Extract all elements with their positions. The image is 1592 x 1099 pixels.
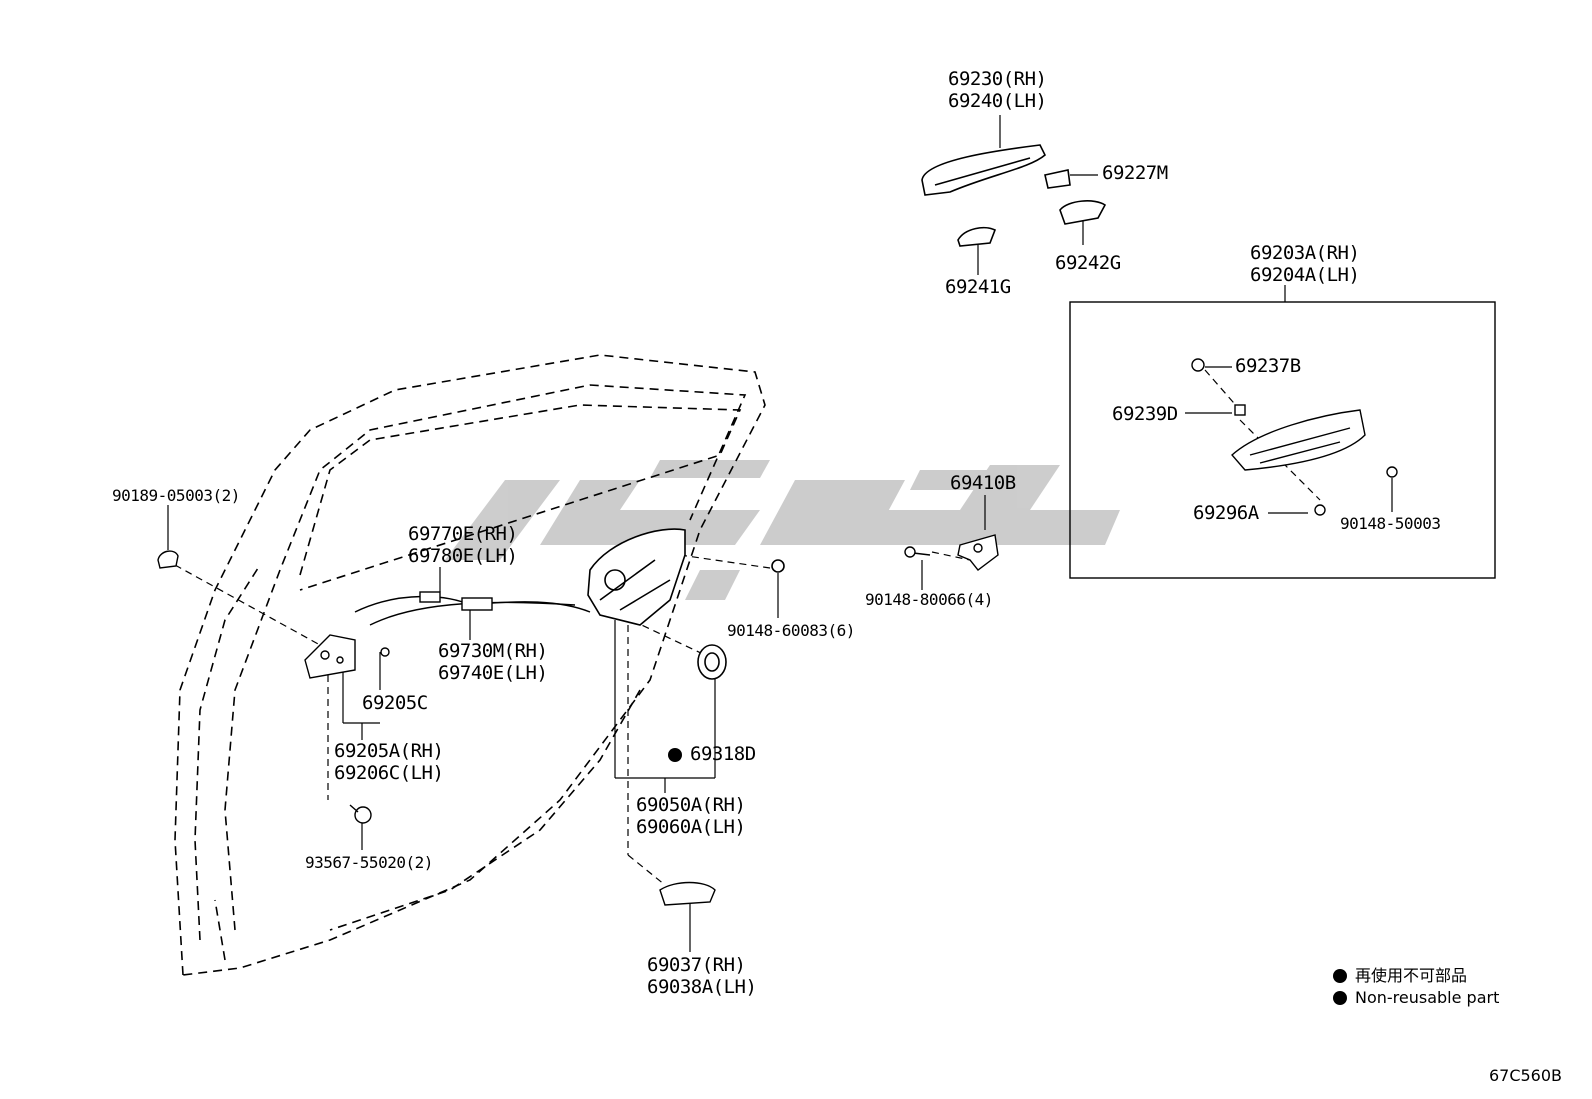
label-69230: 69230(RH): [948, 68, 1047, 90]
drawing-code: 67C560B: [1488, 1066, 1562, 1085]
label-69318D: 69318D: [668, 743, 756, 765]
label-69239D: 69239D: [1112, 403, 1178, 425]
label-69237B: 69237B: [1235, 355, 1301, 377]
label-69037: 69037(RH): [647, 954, 746, 976]
legend-jp-text: 再使用不可部品: [1355, 966, 1468, 985]
inside-handle-part: [1191, 358, 1398, 516]
watermark-logo: [445, 460, 1120, 600]
label-69242G: 69242G: [1055, 252, 1121, 274]
dashed-leaders: [174, 369, 1321, 886]
label-90148-60083: 90148-60083(6): [727, 621, 855, 640]
label-69205A: 69205A(RH): [334, 740, 444, 762]
label-69205C: 69205C: [362, 692, 428, 714]
label-69296A: 69296A: [1193, 502, 1259, 524]
label-69780E: 69780E(LH): [408, 545, 518, 567]
label-90148-80066: 90148-80066(4): [865, 590, 993, 609]
label-69227M: 69227M: [1102, 162, 1168, 184]
legend-en-text: Non-reusable part: [1355, 988, 1500, 1007]
legend-dot-icon: [1333, 991, 1347, 1005]
legend-jp: 再使用不可部品: [1333, 962, 1467, 986]
door-lock-part: [587, 528, 785, 680]
inner-handle-part: [659, 881, 716, 906]
label-69410B: 69410B: [950, 472, 1016, 494]
label-69050A: 69050A(RH): [636, 794, 746, 816]
label-69206C: 69206C(LH): [334, 762, 444, 784]
solid-leaders: [167, 115, 1393, 952]
label-90148-50003: 90148-50003: [1340, 514, 1441, 533]
label-69241G: 69241G: [945, 276, 1011, 298]
label-69240: 69240(LH): [948, 90, 1047, 112]
outside-handle-part: [921, 144, 1107, 247]
striker-part: [904, 534, 999, 571]
label-69318D-text: 69318D: [690, 743, 756, 765]
label-69038A: 69038A(LH): [647, 976, 757, 998]
label-93567-55020: 93567-55020(2): [305, 853, 433, 872]
legend-en: Non-reusable part: [1333, 988, 1499, 1007]
label-69204A: 69204A(LH): [1250, 264, 1360, 286]
label-69203A: 69203A(RH): [1250, 242, 1360, 264]
assembly-box: [1069, 301, 1496, 579]
label-90189-05003: 90189-05003(2): [112, 486, 240, 505]
handle-bracket-part: [304, 634, 390, 679]
label-69770E: 69770E(RH): [408, 523, 518, 545]
fastener-parts: [157, 550, 372, 824]
door-outline: [174, 354, 766, 976]
label-69740E: 69740E(LH): [438, 662, 548, 684]
non-reusable-marker-icon: [668, 748, 682, 762]
cable-part: [354, 591, 591, 626]
label-69730M: 69730M(RH): [438, 640, 548, 662]
legend-dot-icon: [1333, 969, 1347, 983]
label-69060A: 69060A(LH): [636, 816, 746, 838]
